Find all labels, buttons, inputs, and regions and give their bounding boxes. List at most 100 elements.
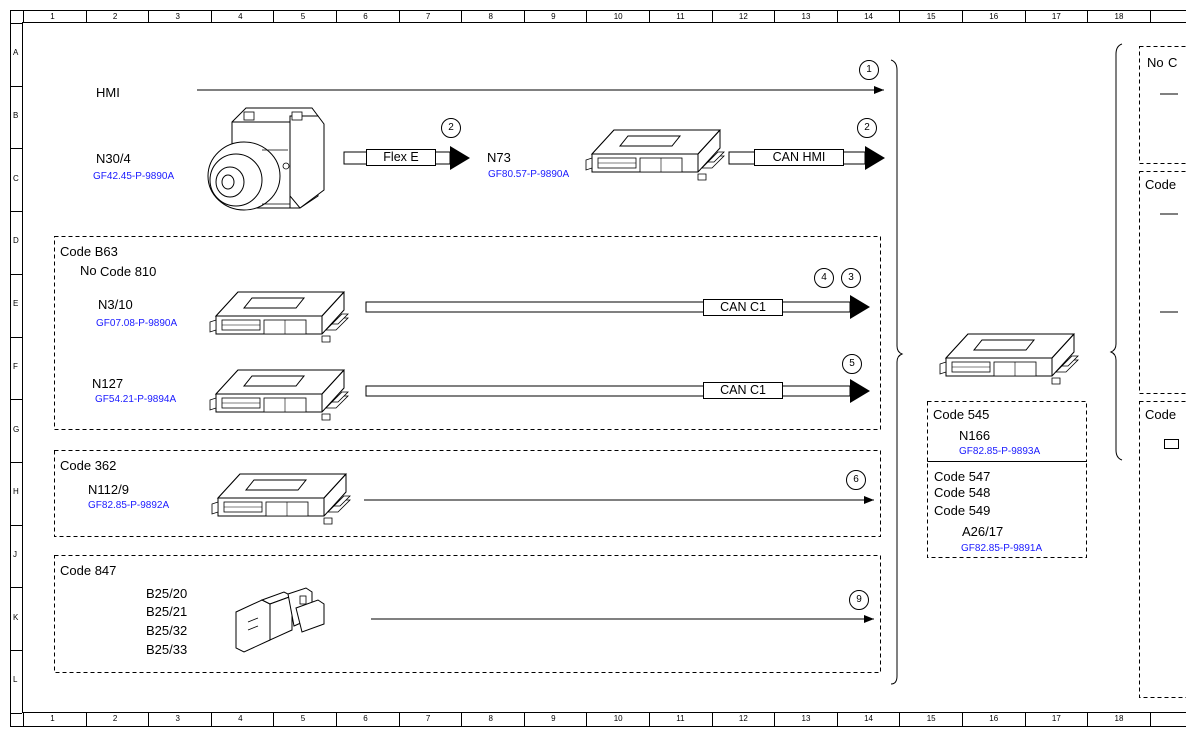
code-547-label: Code 547 <box>934 469 991 484</box>
grid-column-label: 16 <box>989 714 999 723</box>
code-847-group-box <box>54 555 881 673</box>
can-c1-arrowhead-1 <box>850 295 870 319</box>
grid-column-label: 9 <box>551 12 556 21</box>
code-847-label: Code 847 <box>60 563 117 578</box>
a26-17-doc-link[interactable]: GF82.85-P-9891A <box>961 543 1043 554</box>
right-panel-code-label-2: Code <box>1145 177 1177 192</box>
can-hmi-bus-label: CAN HMI <box>754 149 844 166</box>
n166-doc-link[interactable]: GF82.85-P-9893A <box>959 446 1041 457</box>
grid-column-label: 7 <box>425 12 431 21</box>
grid-column-label: 6 <box>363 12 368 21</box>
grid-column-label: 5 <box>300 12 306 21</box>
n3-10-label: N3/10 <box>98 297 133 312</box>
b25-sensor-component-image <box>235 587 325 653</box>
ref-circle-2a: 2 <box>441 118 461 138</box>
grid-column-label: 3 <box>175 714 180 723</box>
grid-column-label: 15 <box>926 12 936 21</box>
grid-column-label: 18 <box>1114 714 1124 723</box>
grid-column-label: 5 <box>300 714 306 723</box>
grid-row-label: G <box>13 424 20 434</box>
right-panel-box-2 <box>1139 171 1186 394</box>
right-panel-code-label-1: C <box>1168 55 1178 70</box>
can-c1-bus-label-2: CAN C1 <box>703 382 783 399</box>
sensor-label-b25-21: B25/21 <box>146 604 188 619</box>
code-548-label: Code 548 <box>934 485 991 500</box>
grid-column-label: 2 <box>112 714 118 723</box>
n73-component-image <box>585 129 725 181</box>
bracket-right <box>1109 43 1123 461</box>
flex-e-arrowhead <box>450 146 470 170</box>
grid-row-label: D <box>13 236 19 246</box>
ref-circle-4: 4 <box>814 268 834 288</box>
code-545-label: Code 545 <box>933 407 990 422</box>
grid-row-label: J <box>13 549 17 559</box>
grid-row-label: A <box>13 48 19 58</box>
code-362-group-box <box>54 450 881 537</box>
grid-column-label: 13 <box>801 12 811 21</box>
grid-column-label: 10 <box>613 12 623 21</box>
ref-circle-9: 9 <box>849 590 869 610</box>
target-ecu-component-image <box>939 333 1079 385</box>
n73-label: N73 <box>487 150 511 165</box>
grid-column-label: 10 <box>613 714 623 723</box>
grid-column-label: 2 <box>112 12 118 21</box>
sensor-label-b25-32: B25/32 <box>146 623 188 638</box>
ref-circle-6: 6 <box>846 470 866 490</box>
right-panel-code-label-3: Code <box>1145 407 1177 422</box>
n30-4-component-image <box>207 107 325 211</box>
sensor-label-b25-33: B25/33 <box>146 642 188 657</box>
grid-row-label: F <box>13 361 18 371</box>
grid-column-label: 1 <box>50 714 55 723</box>
grid-column-label: 18 <box>1114 12 1124 21</box>
grid-column-label: 8 <box>488 714 493 723</box>
grid-column-label: 17 <box>1051 714 1061 723</box>
can-c1-bus-label-1: CAN C1 <box>703 299 783 316</box>
grid-column-label: 7 <box>425 714 431 723</box>
grid-column-label: 15 <box>926 714 936 723</box>
grid-column-label: 12 <box>738 12 748 21</box>
bracket-left <box>890 59 904 685</box>
right-panel-box-3 <box>1139 401 1186 698</box>
grid-column-label: 14 <box>864 12 873 21</box>
n112-9-component-image <box>211 473 351 525</box>
code-810-label: Code 810 <box>100 264 157 279</box>
grid-column-label: 4 <box>238 12 243 21</box>
code-362-label: Code 362 <box>60 458 117 473</box>
n127-label: N127 <box>92 376 124 391</box>
hmi-label: HMI <box>96 85 120 100</box>
grid-row-label: B <box>13 111 19 121</box>
right-panel-no-label: No <box>1147 55 1164 70</box>
grid-column-label: 11 <box>676 12 685 21</box>
n3-10-component-image <box>209 291 349 343</box>
sensor-label-b25-20: B25/20 <box>146 586 188 601</box>
code-549-label: Code 549 <box>934 503 991 518</box>
grid-column-label: 13 <box>801 714 811 723</box>
n112-9-doc-link[interactable]: GF82.85-P-9892A <box>88 500 170 511</box>
n3-10-doc-link[interactable]: GF07.08-P-9890A <box>96 318 178 329</box>
ref-circle-2b: 2 <box>857 118 877 138</box>
code-b63-label: Code B63 <box>60 244 118 259</box>
grid-row-label: K <box>13 612 19 622</box>
grid-column-label: 4 <box>238 714 243 723</box>
grid-column-label: 8 <box>488 12 493 21</box>
n30-4-doc-link[interactable]: GF42.45-P-9890A <box>93 171 175 182</box>
code-547-549-box <box>927 461 1087 558</box>
grid-column-label: 6 <box>363 714 368 723</box>
code-545-box <box>927 401 1087 462</box>
grid-row-label: E <box>13 299 19 309</box>
grid-column-label: 3 <box>175 12 180 21</box>
grid-column-label: 17 <box>1051 12 1061 21</box>
grid-row-label: C <box>13 173 19 183</box>
n112-9-label: N112/9 <box>88 482 129 497</box>
ref-circle-5: 5 <box>842 354 862 374</box>
n127-doc-link[interactable]: GF54.21-P-9894A <box>95 394 177 405</box>
n73-doc-link[interactable]: GF80.57-P-9890A <box>488 169 570 180</box>
no-label: No <box>80 263 97 278</box>
grid-column-label: 9 <box>551 714 556 723</box>
n166-label: N166 <box>959 428 991 443</box>
grid-row-label: L <box>13 675 18 685</box>
ref-circle-3: 3 <box>841 268 861 288</box>
n30-4-label: N30/4 <box>96 151 131 166</box>
ref-circle-1: 1 <box>859 60 879 80</box>
grid-column-label: 1 <box>50 12 55 21</box>
